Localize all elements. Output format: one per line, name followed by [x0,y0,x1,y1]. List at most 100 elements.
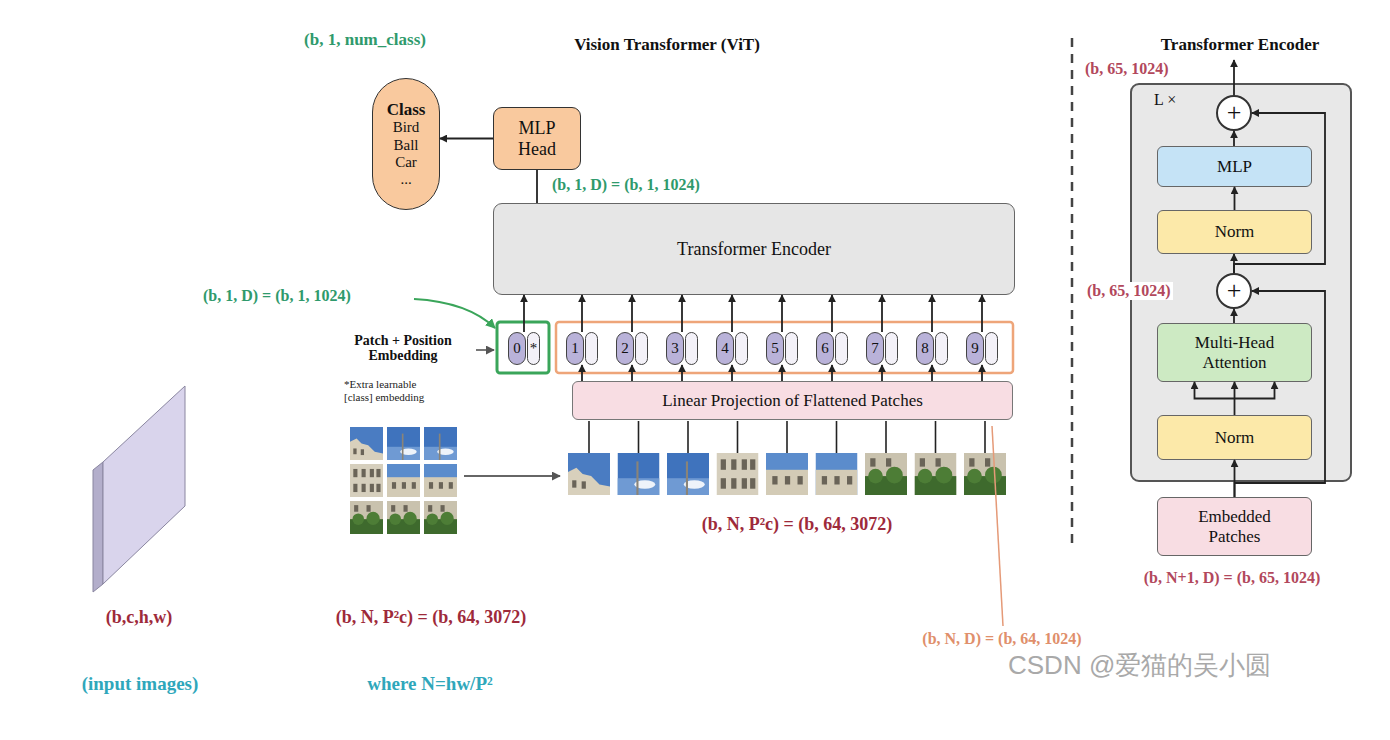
shape-label: (b, 65, 1024) [1085,60,1169,78]
node-label: Class [387,100,426,120]
connector [1234,460,1235,497]
shape-label: (b,c,h,w) [106,607,173,628]
patch-token: 7 [866,332,898,365]
connector-line [581,295,583,332]
shape-label: (b, 1, D) = (b, 1, 1024) [203,287,351,305]
patch-grid [350,427,457,534]
patch-tile [568,453,610,495]
connector [1195,382,1275,415]
leader-arrow [414,299,495,328]
norm-box: Norm [1157,210,1312,254]
shape-label: (b, N, P²c) = (b, 64, 3072) [336,607,527,628]
connector-line [681,295,683,332]
patch-tile [618,453,660,495]
patch-tile [387,501,420,534]
patch-line [638,421,640,453]
patch-token: 9 [966,332,998,365]
connector-line [1195,382,1235,399]
shape-label: (b, N+1, D) = (b, 65, 1024) [1144,569,1320,587]
token-pill [635,332,648,365]
connector-line [931,365,933,381]
connector [682,295,683,332]
token-pill [735,332,748,365]
connector [932,365,933,381]
class-output: ClassBird Ball Car ... [372,78,440,210]
projection-box: Linear Projection of Flattened Patches [572,381,1013,420]
add-circle: + [1216,95,1252,131]
connector-line [523,295,525,332]
connector [440,138,493,139]
connector-line [536,170,538,203]
patch-line [737,421,739,453]
connector-line [1235,291,1326,497]
token-label: 4 [716,332,734,365]
connector [882,365,883,381]
connector-line [631,295,633,332]
token-label: 6 [816,332,834,365]
token-label: 8 [916,332,934,365]
norm-box: Norm [1157,415,1312,460]
connector [832,295,833,332]
token-label: * [527,332,540,365]
connector-line [581,365,583,381]
patch-tile [865,453,907,495]
connector [732,365,733,381]
node-label: + [1227,278,1242,304]
patch-tile [424,501,457,534]
connector [537,170,538,203]
connector-line [1233,309,1235,323]
patch-token: 4 [716,332,748,365]
patch-tile [816,453,858,495]
add-circle: + [1216,273,1252,309]
patch-tile [667,453,709,495]
patch-tile [717,453,759,495]
connector [524,295,525,332]
formula-note: where N=hw/P² [367,673,492,695]
patch-tile [350,427,383,460]
connector [682,365,683,381]
patch-tile [766,453,808,495]
patch-line [984,421,986,453]
token-label: 5 [766,332,784,365]
connector-line [1234,113,1325,273]
connector [582,365,583,381]
connector [1234,131,1235,146]
mlp-box: MLP [1157,146,1312,187]
patch-token: 5 [766,332,798,365]
connector-line [781,295,783,332]
connector [732,295,733,332]
patch-tile [350,464,383,497]
patch-token: 1 [566,332,598,365]
token-label: 9 [966,332,984,365]
connector-line [681,365,683,381]
connector-line [1233,254,1235,273]
connector [782,295,783,332]
patch-line [935,421,937,453]
connector-line [981,365,983,381]
token-pill [685,332,698,365]
attention-box: Multi-Head Attention [1157,323,1312,382]
connector [832,365,833,381]
watermark: CSDN @爱猫的吴小圆 [1008,651,1271,681]
connector-line [981,295,983,332]
patch-tile [964,453,1006,495]
connector-line [881,365,883,381]
shape-label: (b, 65, 1024) [1085,282,1173,300]
node-label: L × [1154,91,1350,109]
token-pill [935,332,948,365]
leader-arrow [476,349,494,351]
connector [1234,309,1235,323]
connector [1234,187,1235,210]
connector-line [731,365,733,381]
patch-line [588,421,590,453]
patch-row [568,421,1006,495]
patch-line [687,421,689,453]
node-body: Bird Ball Car ... [389,119,423,188]
connector [782,365,783,381]
connector [1235,291,1326,497]
patch-tile [350,501,383,534]
image-face [103,386,185,584]
connector-line [1234,187,1236,210]
